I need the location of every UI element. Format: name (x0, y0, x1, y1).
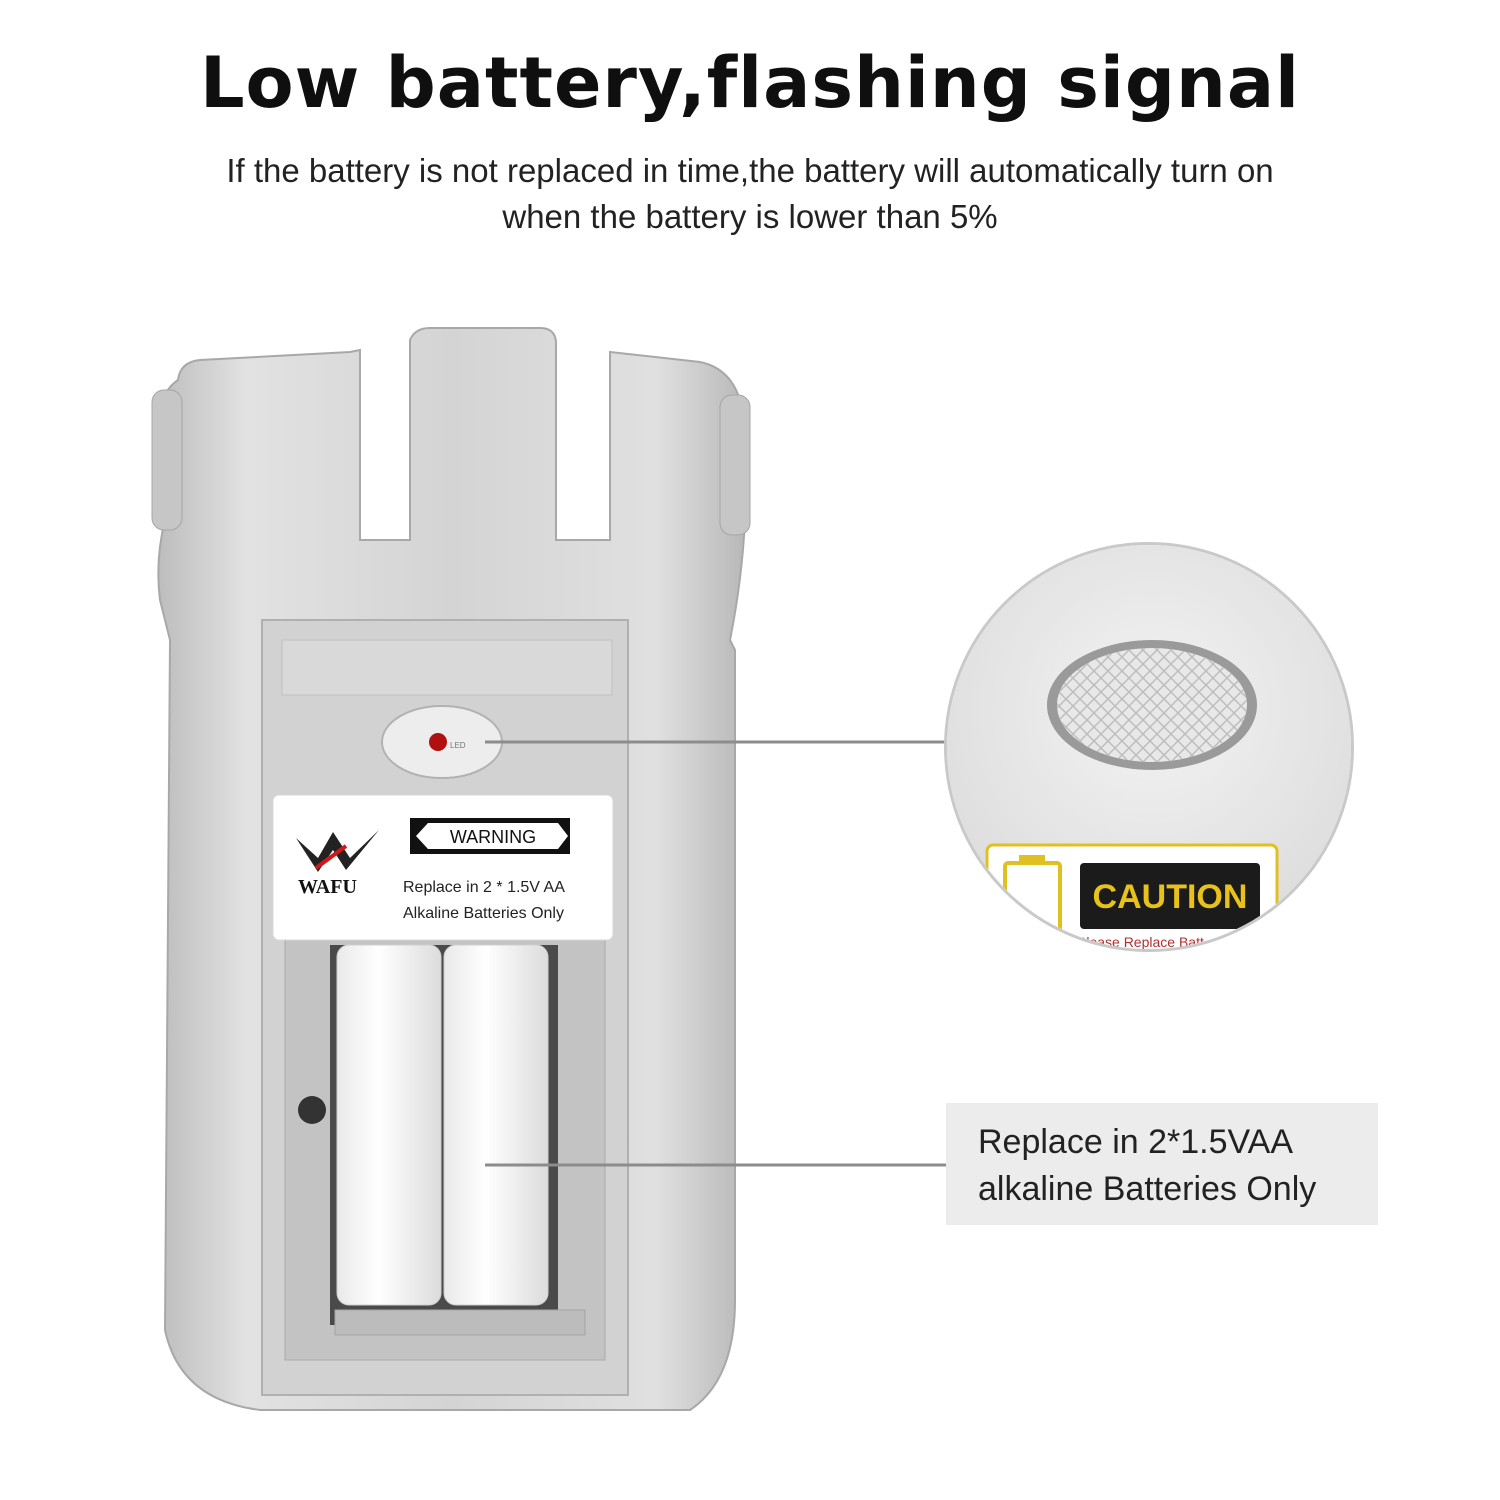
led-red-dot (429, 733, 447, 751)
label-line-1: Replace in 2 * 1.5V AA (403, 879, 565, 896)
brand-text: WAFU (298, 876, 357, 898)
battery-left (336, 944, 442, 1306)
caution-text: CAUTION (1093, 878, 1248, 916)
led-text: LED (450, 741, 466, 750)
page-title: Low battery,flashing signal (199, 42, 1301, 124)
subtitle-line-2: when the battery is lower than 5% (502, 198, 998, 235)
right-knob (719, 394, 751, 536)
led-zoom-circle: CAUTION Please Replace Batt (944, 542, 1354, 952)
battery-right (443, 944, 549, 1306)
label-line-2: Alkaline Batteries Only (403, 905, 564, 922)
left-knob (151, 389, 183, 531)
warning-text: WARNING (450, 827, 536, 847)
callout-line-1: Replace in 2*1.5VAA (978, 1123, 1294, 1161)
battery-callout-box: Replace in 2*1.5VAA alkaline Batteries O… (946, 1103, 1378, 1225)
page-subtitle: If the battery is not replaced in time,t… (100, 148, 1400, 240)
subtitle-line-1: If the battery is not replaced in time,t… (226, 152, 1274, 189)
callout-line-2: alkaline Batteries Only (978, 1170, 1317, 1208)
